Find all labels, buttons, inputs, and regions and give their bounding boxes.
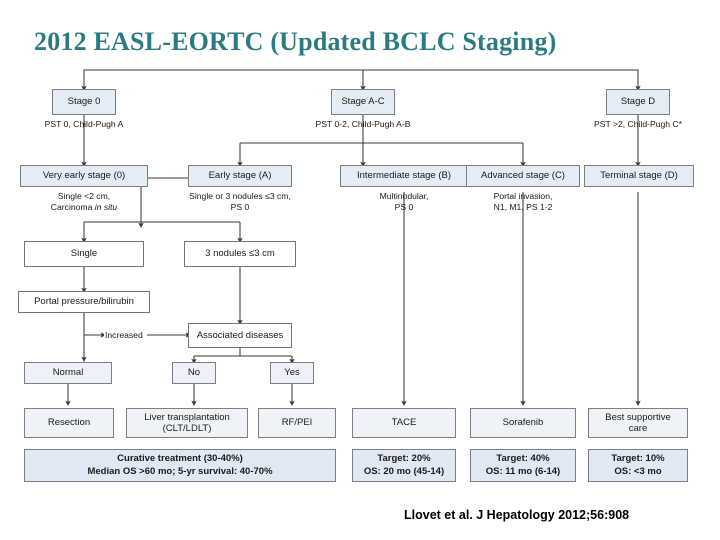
outcome-line-2: Median OS >60 mo; 5-yr survival: 40-70% [87,465,273,477]
caption-stage-d: PST >2, Child-Pugh C* [594,119,682,129]
node-advanced-stage-c[interactable]: Advanced stage (C) [466,165,580,187]
outcome-line-1: Target: 40% [496,453,550,465]
caption-very-early-stage-0: Single <2 cm, Carcinoma in situ [20,191,148,212]
outcome-label: Target: 20% OS: 20 mo (45-14) [364,453,444,478]
node-label: 3 nodules ≤3 cm [205,248,275,260]
citation: Llovet et al. J Hepatology 2012;56:908 [404,508,630,522]
node-label: Stage 0 [67,96,101,108]
outcome-sorafenib[interactable]: Target: 40% OS: 11 mo (6-14) [470,449,576,482]
node-label: Intermediate stage (B) [357,170,451,182]
caption-line-2: PS 0 [394,201,414,212]
caption-intermediate-stage-b: Multinodular, PS 0 [340,191,468,212]
node-early-stage-a[interactable]: Early stage (A) [188,165,292,187]
node-label: No [187,367,201,379]
node-label: Single [70,248,98,260]
outcome-tace[interactable]: Target: 20% OS: 20 mo (45-14) [352,449,456,482]
treatment-sorafenib[interactable]: Sorafenib [470,408,576,438]
caption-line-1: Multinodular, [379,191,429,201]
outcome-label: Target: 10% OS: <3 mo [611,453,664,478]
node-label: Yes [284,367,300,379]
treatment-liver-transplantation[interactable]: Liver transplantation (CLT/LDLT) [126,408,248,438]
node-label: Early stage (A) [208,170,272,182]
node-label: Advanced stage (C) [481,170,565,182]
treatment-tace[interactable]: TACE [352,408,456,438]
outcome-line-1: Target: 20% [377,453,431,465]
bclc-staging-flowchart: Stage 0 PST 0, Child-Pugh A Stage A-C PS… [18,69,694,482]
treatment-best-supportive-care[interactable]: Best supportive care [588,408,688,438]
node-label: Terminal stage (D) [600,170,678,182]
node-stage-0[interactable]: Stage 0 [52,89,116,115]
caption-line-1: Single <2 cm, [57,191,111,201]
outcome-line-2: OS: 20 mo (45-14) [363,465,445,477]
node-no[interactable]: No [172,362,216,384]
node-normal[interactable]: Normal [24,362,112,384]
node-intermediate-stage-b[interactable]: Intermediate stage (B) [340,165,468,187]
outcome-line-2: OS: 11 mo (6-14) [485,465,561,477]
caption-line-2: PS 0 [230,201,250,212]
treatment-label: RF/PEI [281,417,313,429]
caption-line-1: Single or 3 nodules ≤3 cm, [189,191,291,201]
outcome-line-1: Curative treatment (30-40%) [117,453,243,465]
caption-early-stage-a: Single or 3 nodules ≤3 cm, PS 0 [170,191,310,212]
treatment-label-line-2: (CLT/LDLT) [162,423,212,434]
node-stage-a-c[interactable]: Stage A-C [331,89,395,115]
treatment-rf-pei[interactable]: RF/PEI [258,408,336,438]
caption-line-2: N1, M1, PS 1-2 [493,201,553,212]
node-label: Associated diseases [196,329,284,341]
page-title: 2012 EASL-EORTC (Updated BCLC Staging) [34,27,557,56]
edge-label-increased: Increased [104,330,144,340]
caption-line-2: Carcinoma in situ [50,201,118,212]
outcome-curative-treatment[interactable]: Curative treatment (30-40%) Median OS >6… [24,449,336,482]
connector-lines [65,69,641,406]
node-label: Stage A-C [341,96,385,108]
treatment-label: Best supportive care [605,412,670,434]
node-terminal-stage-d[interactable]: Terminal stage (D) [584,165,694,187]
node-portal-pressure-bilirubin[interactable]: Portal pressure/bilirubin [18,291,150,313]
node-three-nodules[interactable]: 3 nodules ≤3 cm [184,241,296,267]
node-label: Portal pressure/bilirubin [34,296,134,308]
outcome-label: Target: 40% OS: 11 mo (6-14) [486,453,560,478]
node-label: Stage D [620,96,656,108]
node-stage-d[interactable]: Stage D [606,89,670,115]
outcome-line-2: OS: <3 mo [614,465,662,477]
treatment-label: TACE [391,417,417,429]
treatment-label: Resection [47,417,91,429]
caption-line-1: Portal invasion, [493,191,553,201]
node-yes[interactable]: Yes [270,362,314,384]
treatment-label-line-2: care [628,423,648,434]
treatment-label-line-1: Best supportive [605,411,671,423]
caption-advanced-stage-c: Portal invasion, N1, M1, PS 1-2 [462,191,584,212]
outcome-best-supportive-care[interactable]: Target: 10% OS: <3 mo [588,449,688,482]
caption-stage-a-c: PST 0-2, Child-Pugh A-B [315,119,411,129]
node-label: Very early stage (0) [42,170,126,182]
outcome-label: Curative treatment (30-40%) Median OS >6… [87,453,272,478]
treatment-label: Liver transplantation (CLT/LDLT) [144,412,230,434]
caption-stage-0: PST 0, Child-Pugh A [44,119,124,129]
node-label: Normal [52,367,84,379]
treatment-label-line-1: Liver transplantation [144,411,230,423]
node-very-early-stage-0[interactable]: Very early stage (0) [20,165,148,187]
treatment-label: Sorafenib [502,417,544,429]
treatment-resection[interactable]: Resection [24,408,114,438]
outcome-line-1: Target: 10% [611,453,665,465]
node-single[interactable]: Single [24,241,144,267]
node-associated-diseases[interactable]: Associated diseases [188,323,292,348]
